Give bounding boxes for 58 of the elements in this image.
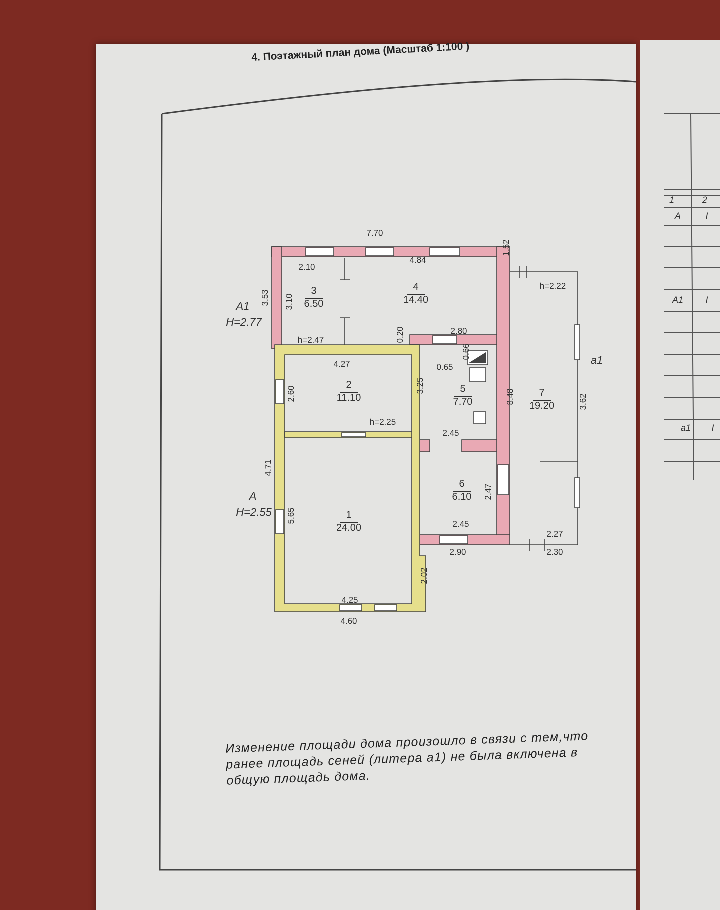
dimension-label: 2.30 (546, 547, 564, 557)
dimension-label: 0.65 (436, 362, 454, 372)
dimension-label: 1.52 (501, 240, 511, 256)
dimension-label: 4.25 (342, 595, 358, 605)
letter-label: А (249, 492, 257, 502)
dimension-label: 2.90 (450, 547, 466, 557)
letter-label: Н=2.55 (236, 508, 272, 518)
dimension-label: 4.84 (410, 255, 426, 265)
room-number: 2 (340, 380, 358, 392)
room-number: 1 (340, 510, 358, 522)
dimension-label: h=2.47 (298, 335, 324, 345)
table-cell: I (706, 211, 708, 221)
dimension-label: 2.02 (419, 568, 429, 584)
dimension-label: 2.27 (546, 529, 564, 539)
letter-label: Н=2.77 (226, 318, 262, 328)
table-cell: А (675, 211, 681, 221)
dimension-label: 7.70 (366, 228, 384, 238)
letter-label: А1 (236, 302, 250, 312)
table-cell: 1 (670, 195, 674, 205)
dimension-label: 4.27 (334, 359, 350, 369)
dimension-label: 3.10 (284, 294, 294, 310)
room-area-value: 11.10 (336, 392, 362, 404)
dimension-label: 2.60 (286, 386, 296, 402)
dimension-label: 4.71 (263, 460, 273, 476)
dimension-label: 0.20 (395, 326, 405, 344)
room-area-value: 7.70 (453, 396, 473, 408)
dimension-label: 2.47 (483, 484, 493, 500)
dimension-label: 2.45 (452, 519, 470, 529)
dimension-label: h=2.22 (540, 281, 566, 291)
room-number: 3 (305, 286, 323, 298)
room-number: 4 (407, 282, 425, 294)
dimension-label: 2.10 (298, 262, 316, 272)
letter-label: а1 (590, 356, 604, 366)
dimension-label: 0.66 (461, 344, 471, 360)
table-cell: I (712, 423, 714, 433)
handwritten-note: Изменение площади дома произошло в связи с тем,что ранее площадь сеней (литера а1) не была включена в общую площадь дома. (225, 728, 590, 789)
dimension-label: 8.48 (505, 388, 515, 406)
table-cell: А1 (672, 295, 684, 305)
room-number: 6 (453, 478, 471, 492)
table-cell: 2 (702, 195, 708, 205)
dimension-label: 3.53 (260, 290, 270, 306)
dimension-label: 4.60 (340, 616, 358, 626)
room-area-value: 6.50 (304, 298, 324, 310)
dimension-label: 5.65 (286, 508, 296, 524)
title: 4. Поэтажный план дома (Масштаб 1:100 ) (251, 40, 470, 64)
room-area-value: 14.40 (403, 294, 429, 306)
room-area-value: 19.20 (529, 400, 555, 412)
table-cell: I (706, 295, 708, 305)
dimension-label: 2.45 (442, 428, 460, 438)
dimension-label: 2.80 (450, 326, 468, 336)
room-number: 5 (454, 384, 472, 396)
room-number: 7 (533, 388, 551, 400)
dimension-label: 3.62 (578, 394, 588, 410)
room-area-value: 24.00 (336, 522, 362, 534)
table-cell: а1 (681, 423, 691, 433)
dimension-label: 3.25 (415, 378, 425, 394)
room-area-value: 6.10 (452, 492, 472, 504)
dimension-label: h=2.25 (370, 417, 396, 427)
